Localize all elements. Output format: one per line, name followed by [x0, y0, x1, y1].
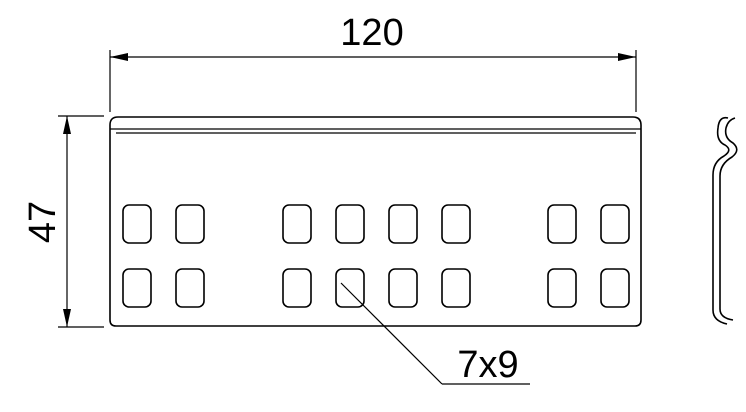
height-arrow-bottom	[63, 309, 71, 327]
height-arrow-top	[63, 116, 71, 134]
side-profile	[712, 116, 738, 325]
height-label: 47	[22, 201, 64, 243]
width-label: 120	[340, 12, 403, 54]
height-dimension: 47	[22, 115, 104, 328]
connector-plate	[109, 116, 642, 327]
slot-callout: 7x9	[340, 282, 530, 386]
slot-2-2	[175, 268, 205, 308]
slot-1-2	[175, 204, 205, 244]
slot-1-1	[122, 204, 152, 244]
slot-1-8	[600, 204, 630, 244]
slot-2-3	[282, 268, 312, 308]
slot-2-4	[335, 268, 365, 308]
slot-2-1	[122, 268, 152, 308]
slot-1-3	[282, 204, 312, 244]
slot-2-5	[388, 268, 418, 308]
slot-label: 7x9	[457, 344, 518, 386]
plate-outline	[109, 116, 642, 327]
slot-2-6	[441, 268, 471, 308]
slot-grid	[122, 204, 630, 308]
slot-2-8	[600, 268, 630, 308]
slot-1-4	[335, 204, 365, 244]
slot-1-7	[547, 204, 577, 244]
width-arrow-right	[618, 53, 636, 61]
width-arrow-left	[110, 53, 128, 61]
width-dimension: 120	[109, 12, 637, 112]
slot-1-6	[441, 204, 471, 244]
leader-line	[340, 282, 443, 385]
slot-2-7	[547, 268, 577, 308]
slot-1-5	[388, 204, 418, 244]
